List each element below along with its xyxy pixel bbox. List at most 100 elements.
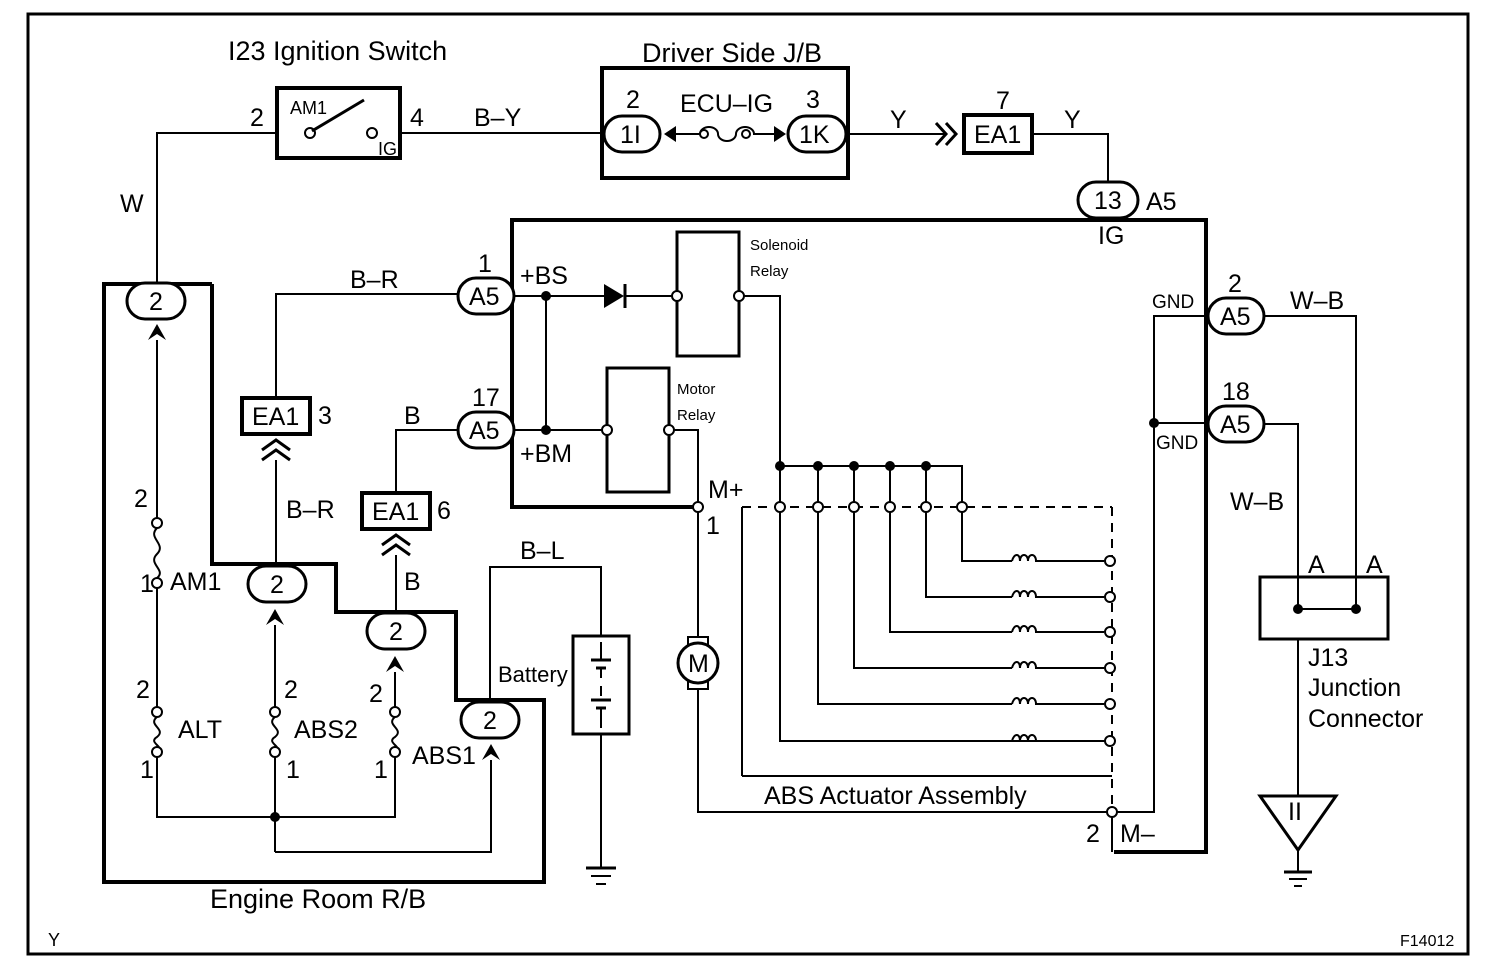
ea1-3-pin: 3 <box>318 402 332 430</box>
wire-br-1-label: B–R <box>350 266 399 294</box>
wire-br-1 <box>275 293 458 398</box>
ground-icon-battery <box>586 866 616 885</box>
solenoid-relay <box>675 230 741 358</box>
connector-2-abs1 <box>365 611 427 651</box>
connector-a5-2-label: A5 <box>1220 303 1251 331</box>
ignition-switch-title: I23 Ignition Switch <box>228 36 447 66</box>
pump-motor-symbol: M <box>688 650 709 678</box>
pump-motor <box>676 641 720 685</box>
j13-label-1: J13 <box>1308 644 1348 672</box>
ecu-ig-fuse-wire <box>676 126 774 142</box>
switch-am1-label: AM1 <box>290 98 327 118</box>
fuse-am1-label: AM1 <box>170 568 221 596</box>
diagram-frame <box>26 12 1470 956</box>
solenoid-relay-label-2: Relay <box>750 263 789 280</box>
connector-a5-2-pin: 2 <box>1228 270 1242 298</box>
battery-label: Battery <box>498 662 568 687</box>
j13-pin-a-2: A <box>1366 551 1383 579</box>
j13-pin-a-1: A <box>1308 551 1325 579</box>
diode <box>604 284 624 308</box>
ea1-top-label: EA1 <box>974 121 1021 149</box>
jb-pin-2: 2 <box>626 86 640 114</box>
fuse-am1-top: 2 <box>134 485 148 513</box>
wire-w-label: W <box>120 190 144 218</box>
gnd-label-2: GND <box>1156 433 1198 454</box>
connector-2-mid-label: 2 <box>270 571 284 599</box>
ea1-3-connector <box>240 396 312 436</box>
connector-a5-13-name: A5 <box>1146 188 1177 216</box>
figure-id: F14012 <box>1400 933 1454 950</box>
solenoid-coils <box>1011 554 1104 742</box>
ea1-6-connector <box>360 491 432 531</box>
ground-point-ii <box>1257 794 1339 853</box>
j13-label-2: Junction <box>1308 674 1401 702</box>
wire-b-1-label: B <box>404 402 421 430</box>
gnd-label-1: GND <box>1152 292 1194 313</box>
connector-2-right-label: 2 <box>483 707 497 735</box>
motor-relay <box>605 366 671 494</box>
abs-actuator-label: ABS Actuator Assembly <box>764 782 1027 810</box>
ea1-6-pin: 6 <box>437 497 451 525</box>
wire-y-1-label: Y <box>890 106 907 134</box>
wire-wb-2 <box>1264 423 1299 607</box>
bs-terminal-label: +BS <box>520 262 568 290</box>
m-plus-pin: 1 <box>706 512 720 540</box>
ea1-3-label: EA1 <box>252 403 299 431</box>
solenoid-relay-label-1: Solenoid <box>750 237 808 254</box>
m-minus-pin: 2 <box>1086 820 1100 848</box>
connector-a5-13-pin: 13 <box>1094 187 1122 215</box>
ecu-ig-label: ECU–IG <box>680 90 773 118</box>
fuse-alt-top: 2 <box>136 676 150 704</box>
wire-by-label: B–Y <box>474 104 522 132</box>
fuse-abs2-top: 2 <box>284 676 298 704</box>
switch-pin-2: 2 <box>250 104 264 132</box>
wire-wb-1 <box>1264 315 1357 607</box>
fuse-abs2-bot: 1 <box>286 756 300 784</box>
connector-2-mid <box>246 564 308 604</box>
m-minus-label: M– <box>1120 820 1155 848</box>
fuse-am1-bot: 1 <box>140 570 154 598</box>
abs-ecu-box <box>510 218 1208 854</box>
wire-b-2-label: B <box>404 568 421 596</box>
ea1-top-arrow <box>934 121 959 147</box>
connector-1k <box>786 114 848 154</box>
connector-a5-18-pin: 18 <box>1222 378 1250 406</box>
wire-wb-2-label: W–B <box>1230 488 1284 516</box>
connector-a5-18-label: A5 <box>1220 411 1251 439</box>
jb-pin-3: 3 <box>806 86 820 114</box>
fuse-abs1-top: 2 <box>369 680 383 708</box>
connector-1i-label: 1I <box>620 121 641 149</box>
wire-wb-1-label: W–B <box>1290 287 1344 315</box>
ground-icon-right <box>1284 850 1312 887</box>
driver-side-jb <box>600 66 850 180</box>
driver-jb-title: Driver Side J/B <box>642 38 822 68</box>
wire-y-2 <box>1032 133 1109 182</box>
connector-a5-1-label: A5 <box>469 283 500 311</box>
ignition-switch: AM1 IG <box>275 86 402 160</box>
ground-ii-label: II <box>1288 798 1302 826</box>
fuse-abs1-bot: 1 <box>374 756 388 784</box>
engine-room-label: Engine Room R/B <box>210 884 426 914</box>
fuse-alt-label: ALT <box>178 716 222 744</box>
wire-b-1 <box>395 429 458 493</box>
wire-bl-label: B–L <box>520 537 565 565</box>
wire-br-2-label: B–R <box>286 496 335 524</box>
j13-junction-connector <box>1258 575 1390 641</box>
ig-terminal-label: IG <box>1098 222 1124 250</box>
connector-a5-1-pin: 1 <box>478 250 492 278</box>
corner-y-label: Y <box>48 930 60 950</box>
wire-w <box>156 132 277 283</box>
connector-1k-label: 1K <box>799 121 830 149</box>
fuse-alt-bot: 1 <box>140 756 154 784</box>
m-plus-label: M+ <box>708 476 743 504</box>
motor-relay-label-2: Relay <box>677 407 716 424</box>
connector-1i <box>602 114 662 154</box>
j13-label-3: Connector <box>1308 705 1423 733</box>
wire-y-2-label: Y <box>1064 106 1081 134</box>
connector-a5-17-label: A5 <box>469 417 500 445</box>
switch-ig-label: IG <box>378 139 397 159</box>
switch-pin-4: 4 <box>410 104 424 132</box>
bm-terminal-label: +BM <box>520 440 572 468</box>
fuse-abs2-label: ABS2 <box>294 716 358 744</box>
